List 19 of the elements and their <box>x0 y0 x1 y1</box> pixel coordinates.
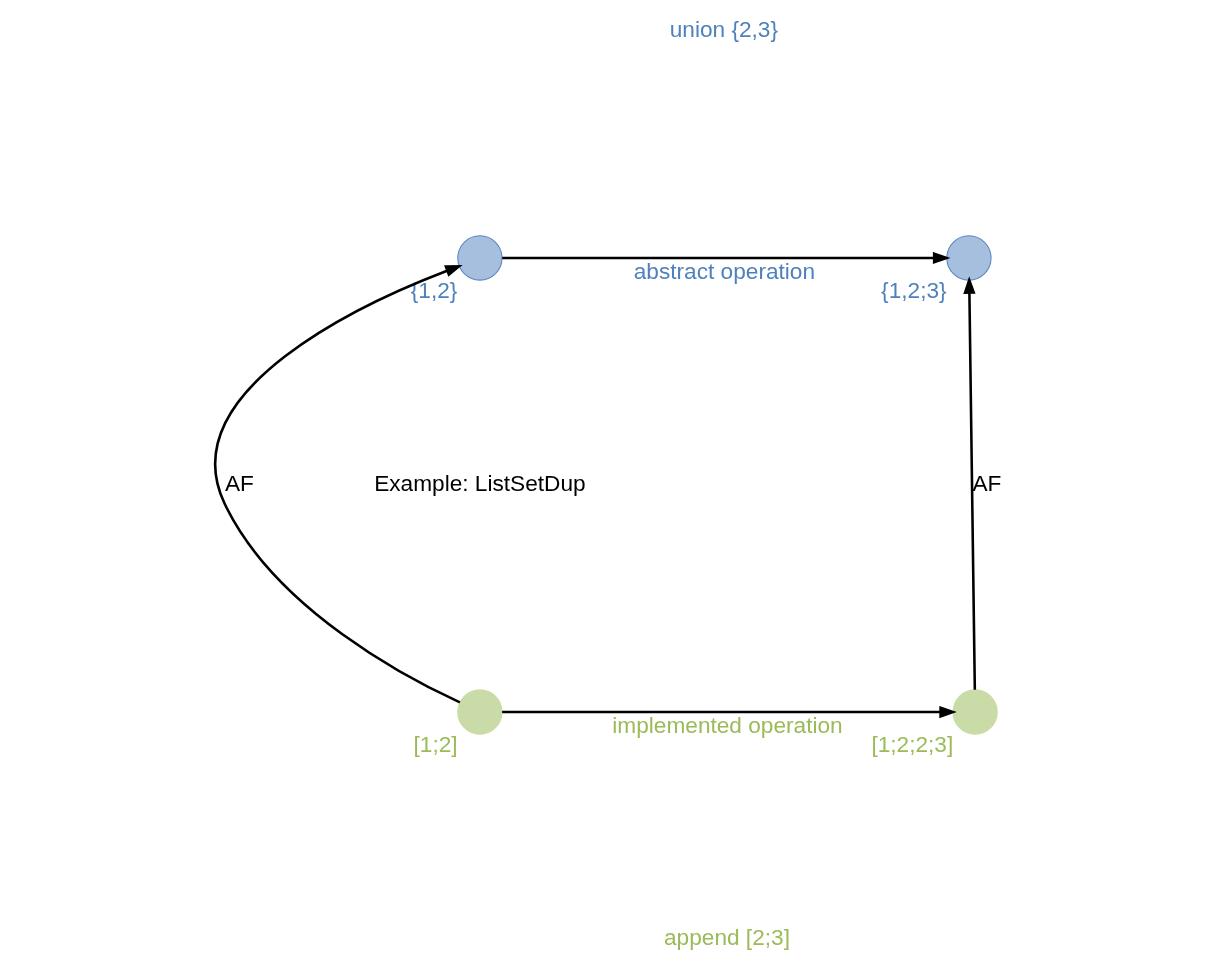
node-circle <box>457 235 503 281</box>
arrow <box>214 264 463 704</box>
edge-label: implemented operation <box>612 712 843 739</box>
label: Example: ListSetDup <box>374 469 586 496</box>
edge-label: AF <box>225 469 254 496</box>
edge-label: AF <box>972 469 1002 496</box>
edge-label: abstract operation <box>633 258 816 285</box>
label: append [2;3] <box>664 923 790 950</box>
node-label: {1,2} <box>410 277 458 304</box>
node-label: {1,2;3} <box>881 277 947 304</box>
node-circle <box>952 689 998 735</box>
node-label: [1;2] <box>413 731 458 758</box>
node-circle <box>946 235 992 281</box>
arrow <box>502 251 951 265</box>
node-circle <box>457 689 503 735</box>
arrow <box>963 276 977 690</box>
arrow <box>502 705 957 719</box>
node-label: [1;2;2;3] <box>871 731 954 758</box>
label: union {2,3} <box>669 15 779 42</box>
